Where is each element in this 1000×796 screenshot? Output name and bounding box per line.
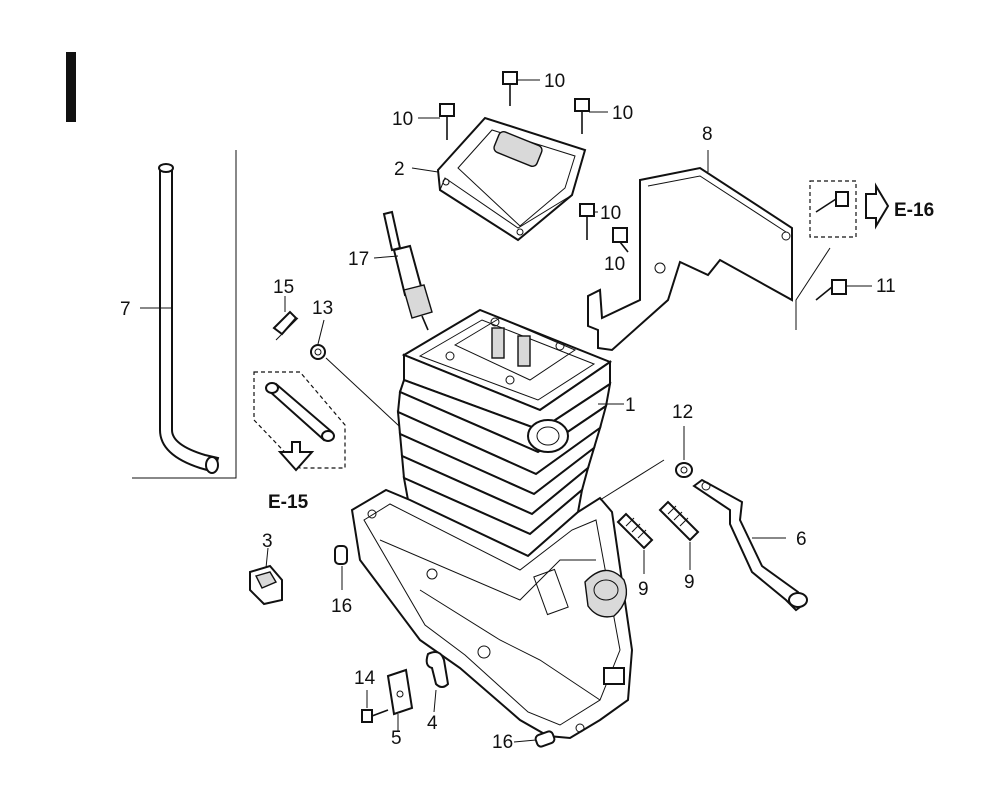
stud-right: [658, 500, 700, 570]
reference-e16: E-16: [894, 200, 934, 221]
clip: [272, 296, 299, 341]
callout-16-upper: 16: [331, 596, 352, 617]
guide-plate: [386, 668, 414, 732]
callout-10-shroud: 10: [604, 254, 625, 275]
stay-rod: [692, 478, 808, 612]
callout-17: 17: [348, 249, 369, 270]
callout-10-top: 10: [544, 71, 565, 92]
breather-tube: [132, 150, 237, 479]
callout-4: 4: [427, 713, 438, 734]
pin-lower: [513, 730, 556, 748]
bolt-top: [502, 71, 540, 106]
callout-7: 7: [120, 299, 131, 320]
reference-e15: E-15: [268, 492, 309, 513]
section-marker-bar: [66, 52, 76, 122]
crankcase: [350, 488, 634, 740]
bolt-11: [795, 247, 872, 330]
shroud-bracket: [587, 150, 793, 352]
callout-labels: 1 2 3 4 5 6 7 8 9 9 10 10 10 10 10 11 12…: [120, 71, 896, 753]
callout-3: 3: [262, 531, 273, 552]
callout-9-right: 9: [684, 572, 695, 593]
callout-15: 15: [273, 277, 294, 298]
head-cover: [411, 116, 587, 242]
callout-10-left: 10: [392, 109, 413, 130]
spark-plug: [373, 210, 433, 331]
reference-box-e15: E-15: [253, 371, 346, 513]
callout-11: 11: [876, 276, 896, 297]
stud-left: [616, 512, 654, 574]
callout-16-lower: 16: [492, 732, 513, 753]
bolt-left: [418, 103, 455, 140]
bolt-right: [574, 98, 608, 134]
damper-block: [249, 547, 283, 606]
pin-upper: [334, 545, 348, 590]
callout-9-left: 9: [638, 579, 649, 600]
callout-5: 5: [391, 728, 402, 749]
small-screw: [361, 690, 389, 723]
wire-clip: [425, 651, 450, 713]
callout-6: 6: [796, 529, 807, 550]
seal-ring: [310, 319, 413, 439]
washer: [599, 426, 693, 501]
callout-2: 2: [394, 159, 405, 180]
callout-8: 8: [702, 124, 713, 145]
callout-13: 13: [312, 298, 333, 319]
bolt-shroud: [612, 227, 629, 253]
callout-12: 12: [672, 402, 693, 423]
callout-1: 1: [625, 395, 636, 416]
callout-10-cover: 10: [600, 203, 621, 224]
callout-10-right: 10: [612, 103, 633, 124]
reference-box-e16: E-16: [809, 180, 934, 238]
callout-14: 14: [354, 668, 376, 689]
bolt-cover-side: [579, 203, 598, 240]
